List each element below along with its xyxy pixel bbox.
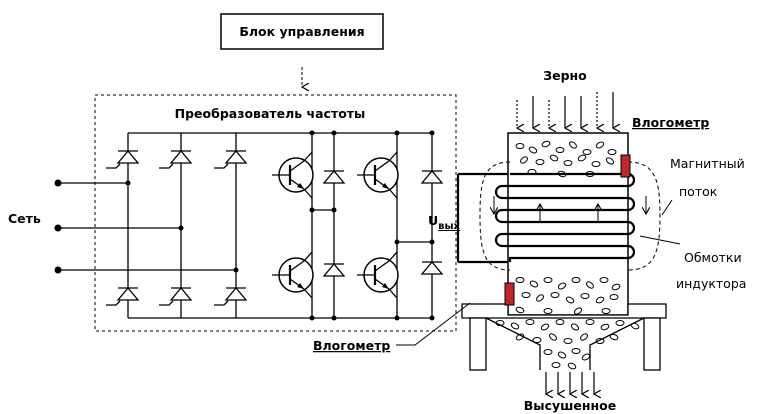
magnetic-flux-label-2: поток <box>679 184 718 199</box>
network-label: Сеть <box>8 211 41 226</box>
grain-bottom <box>495 277 640 370</box>
grain-label: Зерно <box>543 68 587 83</box>
converter-label: Преобразователь частоты <box>175 106 366 121</box>
magnetic-flux-leader <box>661 199 673 216</box>
control-block-label: Блок управления <box>239 24 364 39</box>
converter-circuit <box>54 130 510 321</box>
control-block: Блок управления <box>220 13 384 50</box>
grain-top <box>515 140 617 178</box>
inductor-coil <box>494 172 636 262</box>
moisture-meter-bottom-label: Влогометр <box>313 338 390 353</box>
moisture-meter-top-label: Влогометр <box>632 115 709 130</box>
moisture-sensor-top <box>620 154 631 178</box>
grain-inflow-arrows <box>517 92 613 128</box>
dried-label: Высушенное <box>524 398 616 413</box>
dryer-chamber <box>461 132 667 371</box>
moisture-sensor-bottom <box>504 282 515 306</box>
converter-frame <box>94 94 457 332</box>
magnetic-flux-label-1: Магнитный <box>670 156 745 171</box>
inductor-windings-label-2: индуктора <box>676 276 746 291</box>
moisture-meter-bottom-leader <box>396 302 471 346</box>
grain-outflow-arrows <box>546 372 594 394</box>
magnetic-flux <box>479 161 661 271</box>
inductor-windings-label-1: Обмотки <box>684 250 742 265</box>
inductor-windings-leader <box>639 235 681 245</box>
output-voltage-label: Uвых <box>428 213 461 232</box>
